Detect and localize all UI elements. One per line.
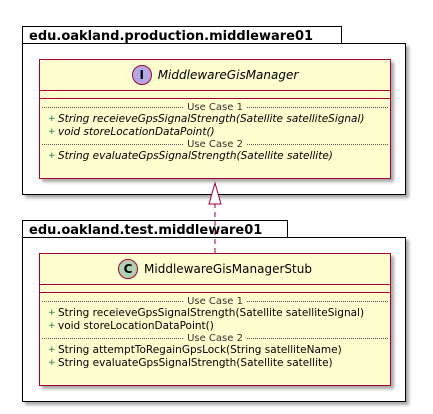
method-signature: String evaluateGpsSignalStrength(Satelli… (58, 356, 333, 369)
method-signature: String attemptToRegainGpsLock(String sat… (58, 344, 342, 357)
class-section-use-case-1: Use Case 1 (42, 295, 388, 307)
interface-method: +String receieveGpsSignalStrength(Satell… (40, 113, 390, 126)
interface-section-use-case-2: Use Case 2 (42, 138, 388, 150)
interface-stereotype-icon: I (131, 65, 152, 85)
method-signature: void storeLocationDataPoint() (58, 319, 214, 332)
class-name: MiddlewareGisManagerStub (144, 262, 312, 276)
package-tab-production: edu.oakland.production.middleware01 (22, 26, 342, 44)
class-stereotype-letter: C (123, 262, 133, 276)
public-visibility-icon: + (48, 126, 56, 137)
public-visibility-icon: + (48, 308, 56, 319)
class-fields (40, 285, 390, 293)
section-label: Use Case 2 (187, 138, 243, 150)
class-method: +String attemptToRegainGpsLock(String sa… (40, 344, 390, 357)
class-method: +String evaluateGpsSignalStrength(Satell… (40, 357, 390, 370)
public-visibility-icon: + (48, 357, 56, 368)
public-visibility-icon: + (48, 151, 56, 162)
section-label: Use Case 1 (187, 101, 243, 113)
class-middleware-gis-manager-stub[interactable]: C MiddlewareGisManagerStub Use Case 1 +S… (39, 253, 391, 386)
package-tab-test: edu.oakland.test.middleware01 (22, 220, 288, 238)
section-label: Use Case 2 (187, 332, 243, 344)
interface-method: +String evaluateGpsSignalStrength(Satell… (40, 150, 390, 163)
interface-header: I MiddlewareGisManager (40, 60, 390, 91)
realization-arrowhead-icon (208, 181, 222, 205)
package-name-production: edu.oakland.production.middleware01 (29, 29, 314, 44)
class-header: C MiddlewareGisManagerStub (40, 254, 390, 285)
method-signature: String receieveGpsSignalStrength(Satelli… (58, 113, 365, 126)
interface-section-use-case-1: Use Case 1 (42, 101, 388, 113)
class-method: +String receieveGpsSignalStrength(Satell… (40, 307, 390, 320)
interface-name: MiddlewareGisManager (157, 68, 299, 82)
interface-stereotype-letter: I (139, 68, 144, 82)
interface-fields (40, 91, 390, 99)
interface-method: +void storeLocationDataPoint() (40, 126, 390, 139)
public-visibility-icon: + (48, 320, 56, 331)
class-method: +void storeLocationDataPoint() (40, 320, 390, 333)
section-label: Use Case 1 (187, 295, 243, 307)
method-signature: void storeLocationDataPoint() (58, 125, 215, 138)
public-visibility-icon: + (48, 114, 56, 125)
interface-middleware-gis-manager[interactable]: I MiddlewareGisManager Use Case 1 +Strin… (39, 59, 391, 179)
method-signature: String receieveGpsSignalStrength(Satelli… (58, 307, 365, 320)
method-signature: String evaluateGpsSignalStrength(Satelli… (58, 150, 333, 163)
class-stereotype-icon: C (118, 259, 139, 279)
package-name-test: edu.oakland.test.middleware01 (29, 223, 263, 238)
public-visibility-icon: + (48, 345, 56, 356)
class-section-use-case-2: Use Case 2 (42, 332, 388, 344)
